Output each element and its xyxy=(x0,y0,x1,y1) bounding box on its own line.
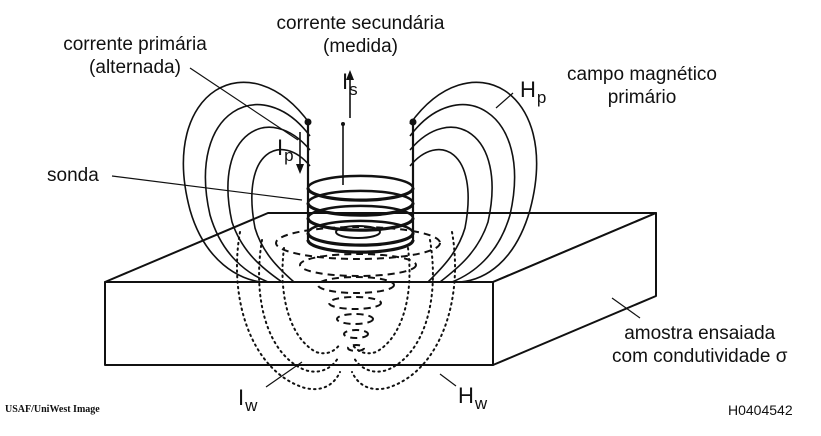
primary-current-line-2: (alternada) xyxy=(89,57,181,78)
primary-field-label: campo magnético primário xyxy=(552,63,732,109)
symbol-is-sub: s xyxy=(349,80,358,99)
leader-lines xyxy=(111,67,641,388)
test-sample-block xyxy=(104,212,657,366)
sample-line-2: com condutividade σ xyxy=(612,346,788,367)
sample-label: amostra ensaiada com condutividade σ xyxy=(612,322,787,368)
symbol-hw-base: H xyxy=(458,383,474,408)
eddy-current-loops xyxy=(275,226,441,352)
symbol-is: Is xyxy=(342,69,358,100)
secondary-field-lines xyxy=(236,231,456,391)
probe-label: sonda xyxy=(47,165,99,186)
symbol-hw: Hw xyxy=(458,383,488,414)
primary-field-line-1: campo magnético xyxy=(567,64,717,85)
symbol-hp-sub: p xyxy=(536,88,547,107)
symbol-hw-sub: w xyxy=(474,394,488,413)
current-arrows xyxy=(296,70,354,185)
sample-line-1: amostra ensaiada xyxy=(624,323,776,344)
symbol-iw-sub: w xyxy=(245,396,258,415)
symbol-hp-base: H xyxy=(520,77,536,102)
symbol-ip: Ip xyxy=(277,135,294,166)
primary-current-label: corrente primária (alternada) xyxy=(50,33,220,79)
secondary-current-line-2: (medida) xyxy=(323,36,398,57)
symbol-hp: Hp xyxy=(520,77,547,108)
primary-current-line-1: corrente primária xyxy=(63,34,207,55)
sample-front-face xyxy=(104,281,494,366)
image-credit: USAF/UniWest Image xyxy=(5,404,100,415)
symbol-is-base: I xyxy=(342,69,349,94)
symbol-ip-sub: p xyxy=(284,146,294,165)
symbol-iw: Iw xyxy=(238,385,258,416)
secondary-current-line-1: corrente secundária xyxy=(276,13,445,34)
probe-coil xyxy=(304,118,417,254)
symbol-ip-base: I xyxy=(277,135,284,160)
figure-code: H0404542 xyxy=(728,402,793,418)
primary-field-line-2: primário xyxy=(607,87,677,108)
symbol-iw-base: I xyxy=(238,385,245,410)
secondary-current-label: corrente secundária (medida) xyxy=(258,12,463,58)
